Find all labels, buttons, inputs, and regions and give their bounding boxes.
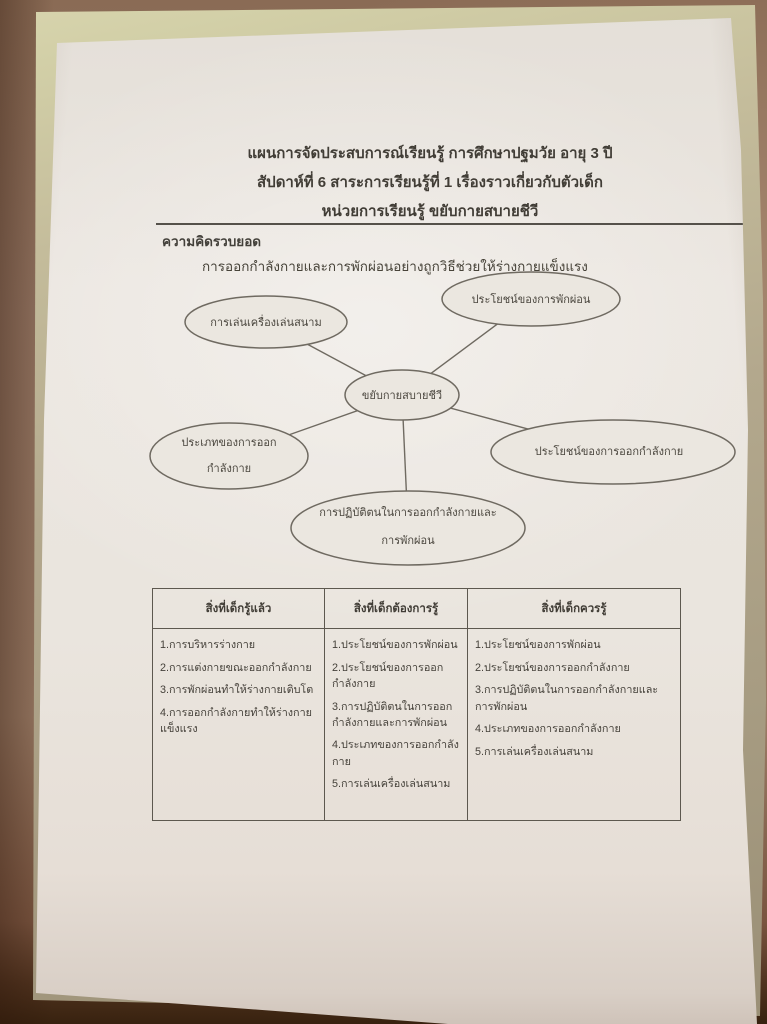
kwl-item: 4.ประเภทของการออกกำลังกาย (332, 739, 459, 768)
mindmap-label-text: การปฏิบัติตนในการออกกำลังกายและ (319, 507, 497, 519)
kwl-item: 4.การออกกำลังกายทำให้ร่างกายแข็งแรง (160, 707, 312, 736)
node-ellipse-exercise-benefits (490, 419, 736, 485)
kwl-item: 3.การปฏิบัติตนในการออกกำลังกายและการพักผ… (332, 700, 453, 729)
node-ellipse-exercise-types (149, 422, 309, 490)
kwl-table: สิ่งที่เด็กรู้แล้ว สิ่งที่เด็กต้องการรู้… (152, 588, 681, 821)
mindmap-label-text: กำลังกาย (206, 463, 252, 475)
node-ellipse-self-practice (290, 490, 526, 566)
kwl-item: 3.การพักผ่อนทำให้ร่างกายเติบโต (160, 684, 314, 697)
mindmap-label-self-practice: การปฏิบัติตนในการออกกำลังกายและ การพักผ่… (319, 499, 496, 555)
kwl-item: 1.ประโยชน์ของการพักผ่อน (332, 639, 458, 651)
mindmap-label-text: การเล่นเครื่องเล่นสนาม (210, 317, 322, 329)
kwl-header-known: สิ่งที่เด็กรู้แล้ว (152, 588, 325, 629)
mindmap-label-text: ประโยชน์ของการพักผ่อน (471, 294, 591, 306)
kwl-item: 2.การแต่งกายขณะออกกำลังกาย (160, 661, 312, 674)
concept-body-text: การออกกำลังกายและการพักผ่อนอย่างถูกวิธีช… (202, 259, 588, 274)
kwl-item: 2.ประโยชน์ของการออกกำลังกาย (475, 661, 630, 674)
title-line-3: หน่วยการเรียนรู้ ขยับกายสบายชีวี (321, 203, 539, 220)
kwl-item: 2.ประโยชน์ของการออกกำลังกาย (332, 661, 444, 690)
mindmap-label-exercise-types: ประเภทของการออก กำลังกาย (181, 430, 276, 482)
kwl-header-should: สิ่งที่เด็กควรรู้ (467, 588, 681, 629)
kwl-item: 1.ประโยชน์ของการพักผ่อน (475, 639, 601, 651)
document-title: แผนการจัดประสบการณ์เรียนรู้ การศึกษาปฐมว… (130, 139, 730, 226)
kwl-cell-should: 1.ประโยชน์ของการพักผ่อน 2.ประโยชน์ของการ… (467, 628, 681, 821)
kwl-item: 5.การเล่นเครื่องเล่นสนาม (475, 745, 594, 758)
mindmap-label-exercise-benefits: ประโยชน์ของการออกกำลังกาย (535, 442, 683, 460)
mindmap-label-center: ขยับกายสบายชีวี (362, 386, 442, 404)
node-ellipse-rest-benefits (441, 271, 621, 327)
kwl-item: 4.ประเภทของการออกกำลังกาย (475, 723, 621, 736)
title-line-1: แผนการจัดประสบการณ์เรียนรู้ การศึกษาปฐมว… (247, 145, 613, 162)
kwl-item: 3.การปฏิบัติตนในการออกกำลังกายและการพักผ… (475, 684, 659, 713)
mindmap-label-playground: การเล่นเครื่องเล่นสนาม (210, 313, 321, 331)
kwl-table-header-row: สิ่งที่เด็กรู้แล้ว สิ่งที่เด็กต้องการรู้… (152, 588, 681, 629)
kwl-cell-known: 1.การบริหารร่างกาย 2.การแต่งกายขณะออกกำล… (152, 628, 325, 821)
kwl-cell-want: 1.ประโยชน์ของการพักผ่อน 2.ประโยชน์ของการ… (324, 628, 468, 821)
kwl-item: 1.การบริหารร่างกาย (160, 639, 256, 651)
mindmap-label-text: ขยับกายสบายชีวี (361, 390, 443, 402)
mindmap-label-text: ประโยชน์ของการออกกำลังกาย (534, 446, 684, 458)
node-ellipse-playground (184, 295, 348, 349)
mindmap-label-text: การพักผ่อน (381, 535, 435, 547)
node-ellipse-center (344, 369, 460, 421)
concept-heading: ความคิดรวบยอด (162, 234, 262, 249)
title-line-2: สัปดาห์ที่ 6 สาระการเรียนรู้ที่ 1 เรื่อง… (257, 174, 603, 191)
kwl-table-body-row: 1.การบริหารร่างกาย 2.การแต่งกายขณะออกกำล… (152, 628, 681, 821)
mindmap-label-rest-benefits: ประโยชน์ของการพักผ่อน (472, 290, 591, 308)
kwl-header-want: สิ่งที่เด็กต้องการรู้ (324, 588, 468, 629)
mindmap-label-text: ประเภทของการออก (181, 437, 277, 449)
title-divider-line (156, 223, 745, 225)
mindmap-diagram (149, 271, 736, 566)
kwl-item: 5.การเล่นเครื่องเล่นสนาม (332, 778, 451, 791)
